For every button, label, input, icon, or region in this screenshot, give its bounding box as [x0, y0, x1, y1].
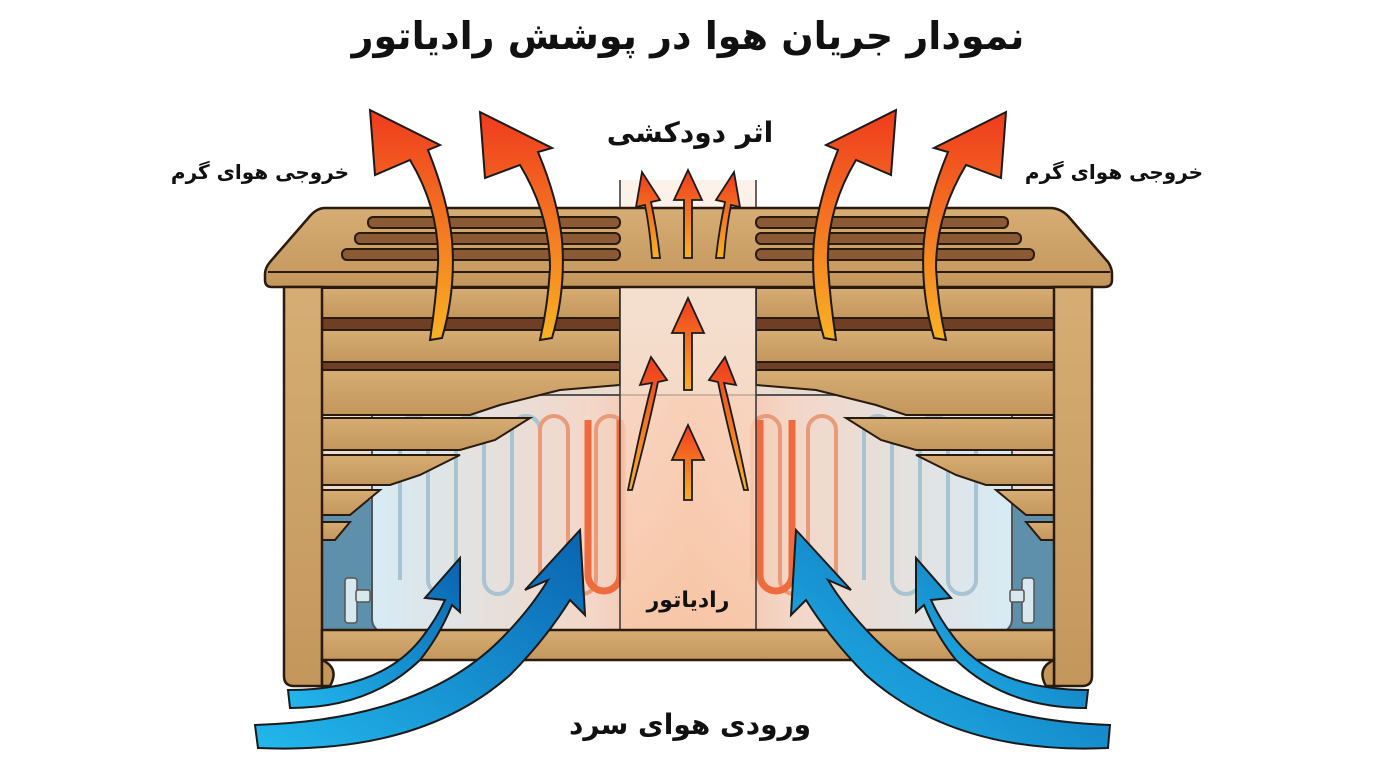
- cold-arrow-icon: [286, 555, 461, 710]
- warm-air-outlet-label-left: خروجی هوای گرم: [170, 160, 350, 184]
- page-title: نمودار جریان هوا در پوشش رادیاتور: [351, 14, 1025, 58]
- cold-air-inlet-label: ورودی هوای سرد: [568, 708, 811, 741]
- chimney-arrows: [626, 167, 750, 501]
- arrow-up-icon: [672, 167, 704, 259]
- arrow-up-icon: [626, 355, 669, 491]
- warm-air-arrows: [368, 108, 1008, 342]
- louvers-right: [755, 287, 1055, 541]
- cold-air-arrows: [253, 527, 1112, 750]
- radiator-label: رادیاتور: [646, 588, 730, 613]
- warm-arrow-icon: [368, 108, 454, 342]
- valve-icon: [344, 577, 371, 624]
- cold-arrow-icon: [253, 527, 587, 750]
- chimney-effect-label: اثر دودکشی: [606, 116, 774, 149]
- warm-air-outlet-label-right: خروجی هوای گرم: [1024, 160, 1204, 184]
- arrow-up-icon: [670, 422, 706, 501]
- arrow-up-icon: [707, 355, 750, 491]
- warm-arrow-icon: [922, 110, 1008, 342]
- cold-arrow-icon: [915, 555, 1090, 710]
- arrow-up-icon: [714, 169, 742, 259]
- arrow-up-icon: [634, 169, 662, 259]
- valve-icon: [1009, 577, 1035, 624]
- warm-arrow-icon: [478, 110, 564, 342]
- warm-arrow-icon: [812, 108, 898, 342]
- arrow-up-icon: [670, 295, 706, 391]
- cold-arrow-icon: [789, 527, 1112, 750]
